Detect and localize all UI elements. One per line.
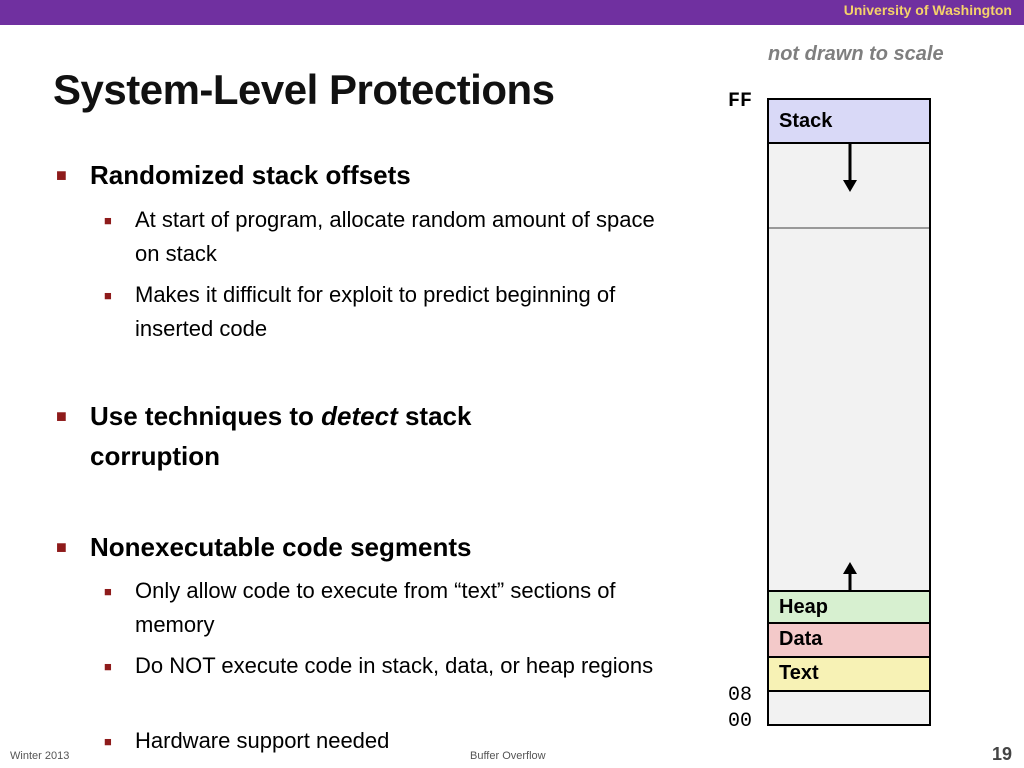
- square-bullet-icon: ■: [56, 537, 67, 557]
- bullet-text-emphasis: detect: [321, 401, 398, 431]
- bullet-text: Nonexecutable code segments: [90, 532, 472, 562]
- sub-bullet-text: Only allow code to execute from “text” s…: [135, 578, 616, 637]
- segment-data: Data: [769, 624, 929, 658]
- arrow-up-icon: [843, 562, 857, 590]
- scale-note: not drawn to scale: [768, 43, 944, 65]
- sub-bullet: ■ Makes it difficult for exploit to pred…: [104, 278, 664, 346]
- sub-bullet-text: Do NOT execute code in stack, data, or h…: [135, 653, 654, 678]
- address-00: 00: [728, 710, 753, 733]
- sub-bullet-text: Hardware support needed: [135, 728, 390, 753]
- bullet-nonexecutable: ■ Nonexecutable code segments: [56, 527, 656, 567]
- sub-bullet: ■ At start of program, allocate random a…: [104, 203, 664, 271]
- sub-bullet-text: At start of program, allocate random amo…: [135, 207, 655, 266]
- bullet-text-pre: Use techniques to: [90, 401, 322, 431]
- square-bullet-icon: ■: [104, 213, 112, 228]
- sub-bullet: ■ Only allow code to execute from “text”…: [104, 574, 664, 642]
- memory-layout-diagram: Stack Heap Data Text: [767, 98, 931, 726]
- sub-bullet-text: Makes it difficult for exploit to predic…: [135, 282, 616, 341]
- bullet-randomized-stack: ■ Randomized stack offsets: [56, 155, 656, 195]
- address-08: 08: [728, 684, 753, 707]
- slide-title: System-Level Protections: [53, 66, 555, 113]
- arrow-down-icon: [843, 142, 857, 192]
- square-bullet-icon: ■: [104, 584, 112, 599]
- segment-heap: Heap: [769, 590, 929, 624]
- sub-bullet: ■ Do NOT execute code in stack, data, or…: [104, 649, 664, 683]
- square-bullet-icon: ■: [104, 288, 112, 303]
- bullet-text: Randomized stack offsets: [90, 160, 411, 190]
- page-number: 19: [991, 744, 1012, 764]
- footer-term: Winter 2013: [10, 750, 70, 762]
- stack-boundary-line: [769, 227, 929, 229]
- footer-topic: Buffer Overflow: [470, 750, 546, 762]
- address-ff: FF: [728, 90, 753, 113]
- square-bullet-icon: ■: [56, 406, 67, 426]
- institution-name: University of Washington: [843, 2, 1012, 18]
- square-bullet-icon: ■: [104, 734, 112, 749]
- bullet-text-post: stack corruption: [90, 401, 472, 471]
- square-bullet-icon: ■: [104, 659, 112, 674]
- bullet-detect-corruption: ■ Use techniques to detect stack corrupt…: [56, 396, 576, 476]
- bullet-text: Use techniques to detect stack corruptio…: [56, 396, 576, 476]
- header-bar: University of Washington: [0, 0, 1024, 25]
- segment-stack: Stack: [769, 100, 929, 144]
- sub-bullet: ■ Hardware support needed: [104, 724, 664, 758]
- segment-text: Text: [769, 658, 929, 692]
- square-bullet-icon: ■: [56, 165, 67, 185]
